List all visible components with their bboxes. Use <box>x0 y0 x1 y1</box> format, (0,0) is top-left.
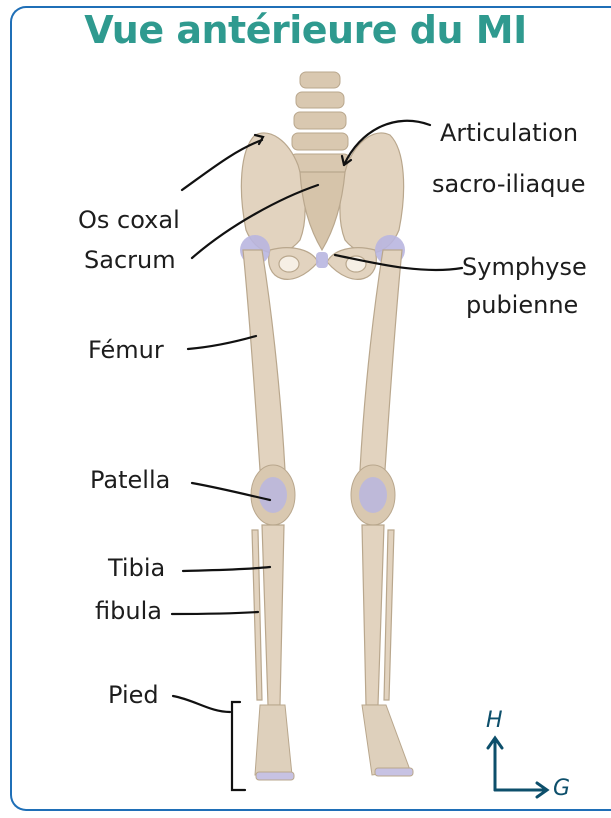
feet <box>255 705 413 780</box>
label-fibula: fibula <box>95 597 162 625</box>
axis-label-up: H <box>486 708 503 733</box>
label-femur: Fémur <box>88 336 164 364</box>
bracket-pied <box>232 702 245 790</box>
label-sacrum: Sacrum <box>84 246 176 274</box>
pointer-femur <box>188 336 256 349</box>
label-symphyse-line2: pubienne <box>466 291 578 319</box>
label-patella: Patella <box>90 466 170 494</box>
label-tibia: Tibia <box>108 554 165 582</box>
label-articulation-line2: sacro-iliaque <box>432 170 585 198</box>
label-pied: Pied <box>108 681 159 709</box>
femurs <box>243 250 402 470</box>
label-symphyse-line1: Symphyse <box>462 253 587 281</box>
pointer-pied <box>173 696 230 712</box>
label-os-coxal: Os coxal <box>78 206 180 234</box>
axis-label-right: G <box>553 776 570 801</box>
lumbar-spine <box>290 72 350 172</box>
pointer-fibula <box>172 612 258 614</box>
label-articulation-line1: Articulation <box>440 119 578 147</box>
lower-legs <box>252 525 394 705</box>
orientation-axes <box>488 738 547 797</box>
knees <box>251 465 395 525</box>
